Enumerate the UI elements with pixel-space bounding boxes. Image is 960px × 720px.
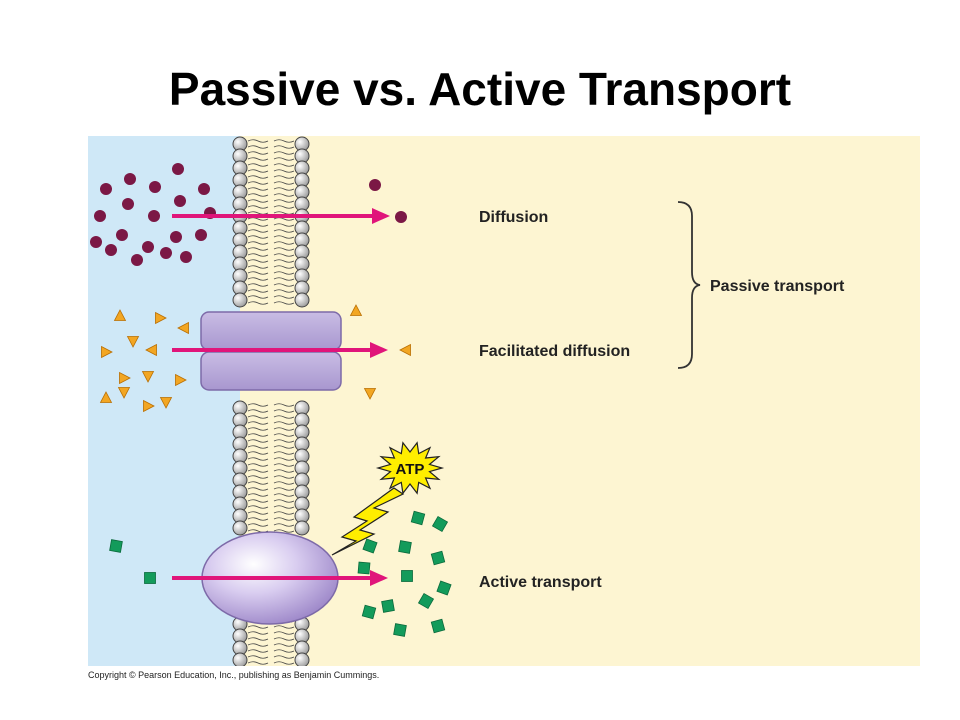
phospholipid-head [294, 520, 310, 536]
solute-molecule [113, 309, 127, 321]
solute-molecule [430, 618, 446, 634]
solute-molecule [410, 510, 426, 526]
solute-molecule [363, 388, 377, 400]
solute-molecule [155, 311, 167, 325]
solute-molecule [99, 391, 113, 403]
label-passive-transport: Passive transport [710, 278, 845, 295]
solute-molecule [180, 251, 192, 263]
solute-molecule [175, 373, 187, 387]
solute-molecule [393, 623, 407, 637]
solute-molecule [144, 572, 156, 584]
solute-molecule [362, 538, 378, 554]
solute-molecule [381, 599, 395, 613]
solute-particles [90, 163, 452, 637]
solute-molecule [141, 371, 155, 383]
solute-molecule [174, 195, 186, 207]
solute-molecule [436, 580, 452, 596]
diffusion-arrow [172, 208, 390, 224]
solute-molecule [431, 515, 449, 533]
solute-molecule [119, 371, 131, 385]
solute-molecule [198, 183, 210, 195]
solute-molecule [94, 210, 106, 222]
solute-molecule [101, 345, 113, 359]
solute-molecule [116, 229, 128, 241]
solute-molecule [100, 183, 112, 195]
label-diffusion: Diffusion [479, 209, 548, 226]
solute-molecule [126, 336, 140, 348]
solute-molecule [369, 179, 381, 191]
solute-molecule [401, 570, 413, 582]
phospholipid-head [294, 652, 310, 666]
solute-molecule [349, 304, 363, 316]
phospholipid-head [232, 520, 248, 536]
solute-molecule [145, 343, 157, 357]
solute-molecule [417, 592, 435, 610]
solute-molecule [195, 229, 207, 241]
phospholipid-bilayer [232, 136, 310, 666]
solute-molecule [172, 163, 184, 175]
solute-molecule [122, 198, 134, 210]
solute-molecule [149, 181, 161, 193]
solute-molecule [143, 399, 155, 413]
solute-molecule [398, 540, 412, 554]
solute-molecule [395, 211, 407, 223]
solute-molecule [177, 321, 189, 335]
atp-label: ATP [396, 461, 425, 478]
solute-molecule [160, 247, 172, 259]
label-active-transport: Active transport [479, 574, 602, 591]
solute-molecule [357, 561, 371, 575]
passive-brace [677, 201, 701, 369]
copyright-notice: Copyright © Pearson Education, Inc., pub… [88, 670, 380, 680]
label-facilitated-diffusion: Facilitated diffusion [479, 343, 630, 360]
solute-molecule [90, 236, 102, 248]
energy-bolt-icon [331, 487, 405, 556]
phospholipid-head [232, 652, 248, 666]
solute-molecule [142, 241, 154, 253]
solute-molecule [170, 231, 182, 243]
active-transport-arrow [172, 570, 388, 586]
transport-diagram: ATP Diffusion Facilitated diffusion Acti… [88, 136, 920, 666]
phospholipid-head [232, 292, 248, 308]
solute-molecule [399, 343, 411, 357]
atp-burst-icon: ATP [375, 441, 445, 495]
solute-molecule [148, 210, 160, 222]
solute-molecule [109, 539, 123, 553]
solute-molecule [124, 173, 136, 185]
solute-molecule [131, 254, 143, 266]
phospholipid-head [294, 292, 310, 308]
solute-molecule [105, 244, 117, 256]
facilitated-arrow [172, 342, 388, 358]
channel-protein [200, 311, 342, 391]
slide-title: Passive vs. Active Transport [168, 63, 792, 115]
solute-molecule [159, 397, 173, 409]
solute-molecule [117, 387, 131, 399]
solute-molecule [361, 604, 377, 620]
solute-molecule [430, 550, 446, 566]
